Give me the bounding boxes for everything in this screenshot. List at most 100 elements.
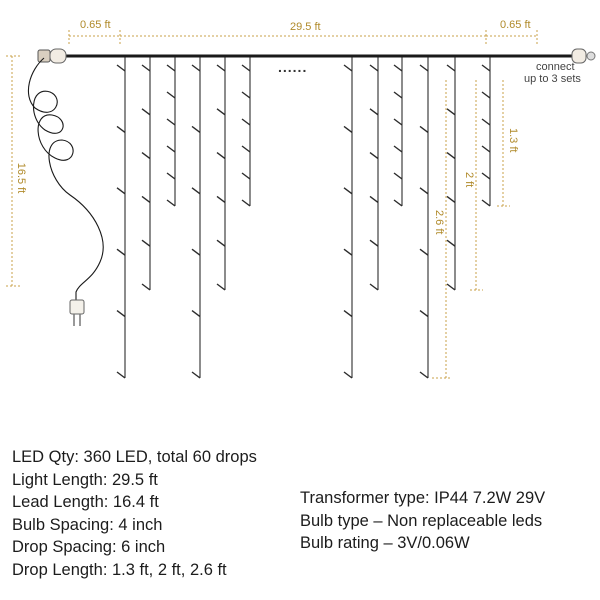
top-dimension-lines [68, 30, 538, 46]
led-bulb-icon [446, 152, 456, 160]
connect-label: connect [536, 61, 575, 73]
spec-transformer-type: Transformer type: IP44 7.2W 29V [300, 489, 546, 507]
spec-bulb-spacing: Bulb Spacing: 4 inch [12, 515, 163, 534]
dim-light-length: 29.5 ft [290, 21, 321, 33]
led-bulb-icon [393, 91, 403, 99]
led-bulb-icon [446, 64, 456, 72]
led-bulb-icon [191, 371, 201, 379]
led-bulb-icon [393, 172, 403, 180]
led-bulb-icon [116, 248, 126, 256]
led-bulb-icon [241, 64, 251, 72]
led-bulb-icon [343, 248, 353, 256]
led-bulb-icon [369, 152, 379, 160]
led-bulb-icon [419, 371, 429, 379]
led-bulb-icon [166, 199, 176, 207]
led-bulb-icon [216, 283, 226, 291]
led-bulb-icon [343, 125, 353, 133]
ellipsis-gap: ...... [278, 59, 307, 75]
led-bulb-icon [393, 199, 403, 207]
led-bulb-icon [166, 91, 176, 99]
led-bulb-icon [343, 310, 353, 318]
led-bulb-icon [216, 108, 226, 116]
led-bulb-icon [481, 172, 491, 180]
led-bulb-icon [141, 283, 151, 291]
spec-light-length: Light Length: 29.5 ft [12, 470, 158, 489]
led-bulb-icon [481, 199, 491, 207]
led-bulb-icon [481, 145, 491, 153]
led-bulb-icon [216, 239, 226, 247]
led-bulb-icon [166, 172, 176, 180]
dim-drop-medium: 2 ft [463, 172, 475, 187]
led-bulb-icon [343, 64, 353, 72]
spec-drop-length: Drop Length: 1.3 ft, 2 ft, 2.6 ft [12, 560, 227, 579]
led-bulb-icon [166, 118, 176, 126]
led-bulb-icon [166, 145, 176, 153]
led-bulb-icon [481, 91, 491, 99]
led-bulb-icon [419, 248, 429, 256]
right-connector-icon [571, 48, 596, 64]
led-bulb-icon [191, 125, 201, 133]
dim-lead-length: 16.5 ft [15, 163, 27, 194]
led-bulb-icon [116, 371, 126, 379]
led-bulb-icon [419, 187, 429, 195]
led-bulb-icon [191, 248, 201, 256]
icicle-drops [116, 57, 491, 379]
lead-dimension-line [6, 55, 22, 287]
led-bulb-icon [481, 118, 491, 126]
led-bulb-icon [141, 152, 151, 160]
led-bulb-icon [393, 118, 403, 126]
spec-list-right: Transformer type: IP44 7.2W 29V Bulb typ… [300, 487, 545, 555]
dim-left-offset: 0.65 ft [80, 19, 111, 31]
led-bulb-icon [369, 283, 379, 291]
spec-drop-spacing: Drop Spacing: 6 inch [12, 538, 166, 556]
led-bulb-icon [369, 239, 379, 247]
led-bulb-icon [369, 108, 379, 116]
icicle-light-diagram: 0.65 ft 29.5 ft 0.65 ft connect up to 3 … [6, 19, 596, 379]
led-bulb-icon [343, 371, 353, 379]
left-connector-icon [37, 48, 67, 64]
spec-bulb-type: Bulb type – Non replaceable leds [300, 511, 543, 530]
led-bulb-icon [241, 145, 251, 153]
led-bulb-icon [419, 125, 429, 133]
spec-lead-length: Lead Length: 16.4 ft [12, 493, 159, 511]
led-bulb-icon [216, 64, 226, 72]
led-bulb-icon [446, 239, 456, 247]
led-bulb-icon [116, 187, 126, 195]
led-bulb-icon [241, 118, 251, 126]
transformer-plug-icon [69, 299, 85, 326]
spec-list-left: LED Qty: 360 LED, total 60 drops Light L… [12, 446, 257, 581]
spec-bulb-rating: Bulb rating – 3V/0.06W [300, 534, 470, 552]
led-bulb-icon [141, 108, 151, 116]
led-bulb-icon [241, 199, 251, 207]
led-bulb-icon [241, 91, 251, 99]
led-bulb-icon [393, 145, 403, 153]
led-bulb-icon [216, 195, 226, 203]
dim-drop-long: 2.6 ft [433, 210, 445, 234]
lead-cable [27, 57, 104, 300]
led-bulb-icon [481, 64, 491, 72]
drop-dimension-lines [432, 80, 510, 379]
connect-sets-label: up to 3 sets [524, 73, 581, 85]
led-bulb-icon [419, 310, 429, 318]
led-bulb-icon [419, 64, 429, 72]
led-bulb-icon [241, 172, 251, 180]
led-bulb-icon [393, 64, 403, 72]
led-bulb-icon [446, 108, 456, 116]
led-bulb-icon [446, 283, 456, 291]
led-bulb-icon [166, 64, 176, 72]
led-bulb-icon [141, 64, 151, 72]
led-bulb-icon [116, 125, 126, 133]
led-bulb-icon [191, 64, 201, 72]
led-bulb-icon [369, 64, 379, 72]
led-bulb-icon [191, 187, 201, 195]
dim-right-offset: 0.65 ft [500, 19, 531, 31]
led-bulb-icon [369, 195, 379, 203]
led-bulb-icon [141, 195, 151, 203]
led-bulb-icon [141, 239, 151, 247]
led-bulb-icon [116, 310, 126, 318]
led-bulb-icon [116, 64, 126, 72]
dim-drop-short: 1.3 ft [507, 128, 519, 152]
led-bulb-icon [343, 187, 353, 195]
spec-led-qty: LED Qty: 360 LED, total 60 drops [12, 448, 257, 466]
led-bulb-icon [216, 152, 226, 160]
